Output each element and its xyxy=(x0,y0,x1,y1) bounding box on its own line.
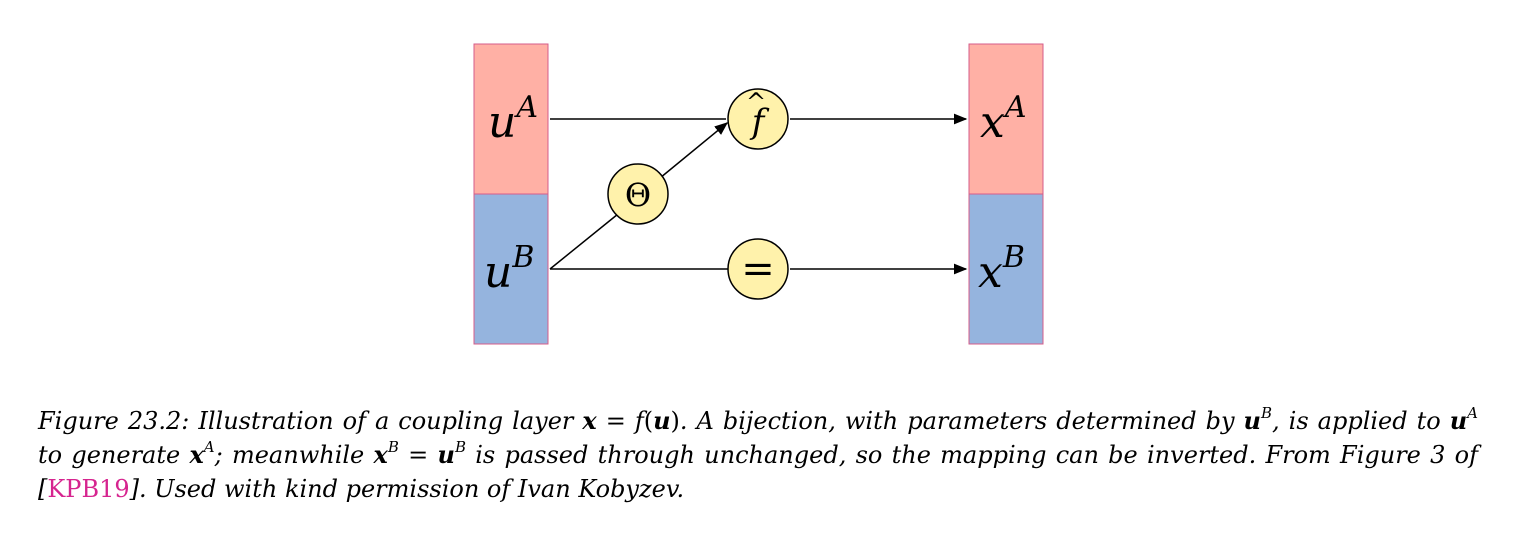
input-a-base: u xyxy=(488,97,516,148)
diagram-canvas: ^ f Θ = uA uB xA xB xyxy=(473,43,1044,345)
input-b-base: u xyxy=(484,247,512,298)
caption-x-a-sup: A xyxy=(203,438,215,456)
caption-text-3: to generate xyxy=(38,441,190,469)
output-block-b xyxy=(968,193,1044,345)
arrow-ub-to-theta xyxy=(549,213,619,270)
identity-label: = xyxy=(741,246,775,292)
output-b-label: xB xyxy=(978,240,1025,298)
caption-text-4: ; meanwhile xyxy=(214,441,374,469)
caption-u-b2: u xyxy=(437,440,455,469)
output-a-base: x xyxy=(980,97,1005,148)
input-b-label: uB xyxy=(484,240,534,298)
caption-x-b-sup: B xyxy=(387,438,399,456)
caption-text-1: . A bijection, with parameters determine… xyxy=(679,407,1244,435)
arrow-theta-to-f xyxy=(659,122,729,179)
caption-eq-equals: = xyxy=(596,407,635,435)
output-a-sup: A xyxy=(1002,90,1027,125)
input-block-b xyxy=(473,193,549,345)
caption-u-a-sup: A xyxy=(1467,404,1479,422)
params-node xyxy=(607,163,669,225)
output-b-base: x xyxy=(978,247,1003,298)
caption-x-b: x xyxy=(373,440,388,469)
input-block-a xyxy=(473,43,549,195)
output-b-sup: B xyxy=(1002,240,1025,275)
input-a-label: uA xyxy=(488,90,538,148)
bijection-node xyxy=(727,88,789,150)
caption-text-7: ]. Used with kind permission of Ivan Kob… xyxy=(129,475,685,503)
identity-node xyxy=(727,238,789,300)
caption-u-a: u xyxy=(1449,406,1468,435)
input-b-sup: B xyxy=(511,240,534,275)
caption-u-b-sup: B xyxy=(1261,404,1273,422)
caption-eq-f: f xyxy=(634,407,644,435)
params-label: Θ xyxy=(625,176,651,214)
caption-x-a: x xyxy=(189,440,204,469)
bijection-accent: ^ xyxy=(746,88,766,116)
output-block-a xyxy=(968,43,1044,195)
coupling-layer-diagram: ^ f Θ = uA uB xA xB xyxy=(473,43,1044,345)
caption-text-2: , is applied to xyxy=(1272,407,1450,435)
caption-lead: Figure 23.2: Illustration of a coupling … xyxy=(38,407,583,435)
caption-eq-x: x xyxy=(582,406,597,435)
caption-text-6: is passed through unchanged, so the mapp… xyxy=(38,441,1479,503)
caption-text-5: = xyxy=(398,441,438,469)
caption-u-b: u xyxy=(1243,406,1261,435)
output-a-label: xA xyxy=(980,90,1027,148)
caption-eq-open: ( xyxy=(643,407,654,435)
input-a-sup: A xyxy=(513,90,538,125)
citation-link-kpb19[interactable]: KPB19 xyxy=(47,475,130,503)
caption-eq-u: u xyxy=(653,406,671,435)
figure-caption: Figure 23.2: Illustration of a coupling … xyxy=(38,404,1478,506)
caption-eq-close: ) xyxy=(670,407,680,435)
caption-u-b2-sup: B xyxy=(454,438,466,456)
